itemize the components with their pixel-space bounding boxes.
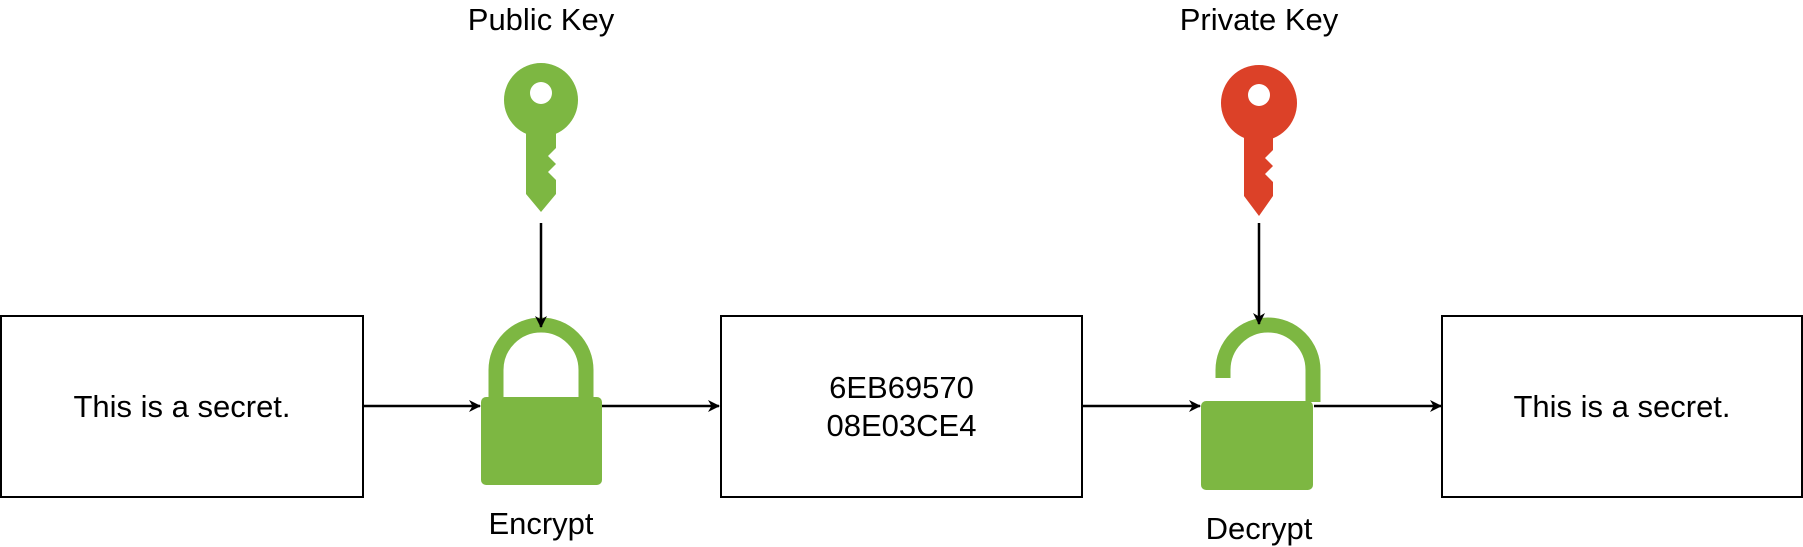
ciphertext-line-1: 6EB69570 <box>829 369 974 405</box>
private-key-label: Private Key <box>1179 2 1339 37</box>
public-key-icon <box>504 63 578 212</box>
lock-open-icon <box>1201 317 1321 490</box>
ciphertext-box: 6EB69570 08E03CE4 <box>720 315 1083 498</box>
encrypt-label: Encrypt <box>488 506 594 541</box>
lock-closed-icon <box>481 317 602 485</box>
plaintext-input-box: This is a secret. <box>0 315 364 498</box>
private-key-icon <box>1220 64 1298 216</box>
plaintext-input-text: This is a secret. <box>73 388 291 424</box>
public-key-label: Public Key <box>467 2 615 37</box>
decrypt-label: Decrypt <box>1205 511 1313 546</box>
plaintext-output-box: This is a secret. <box>1441 315 1803 498</box>
ciphertext-line-2: 08E03CE4 <box>826 407 977 443</box>
plaintext-output-text: This is a secret. <box>1513 388 1731 424</box>
